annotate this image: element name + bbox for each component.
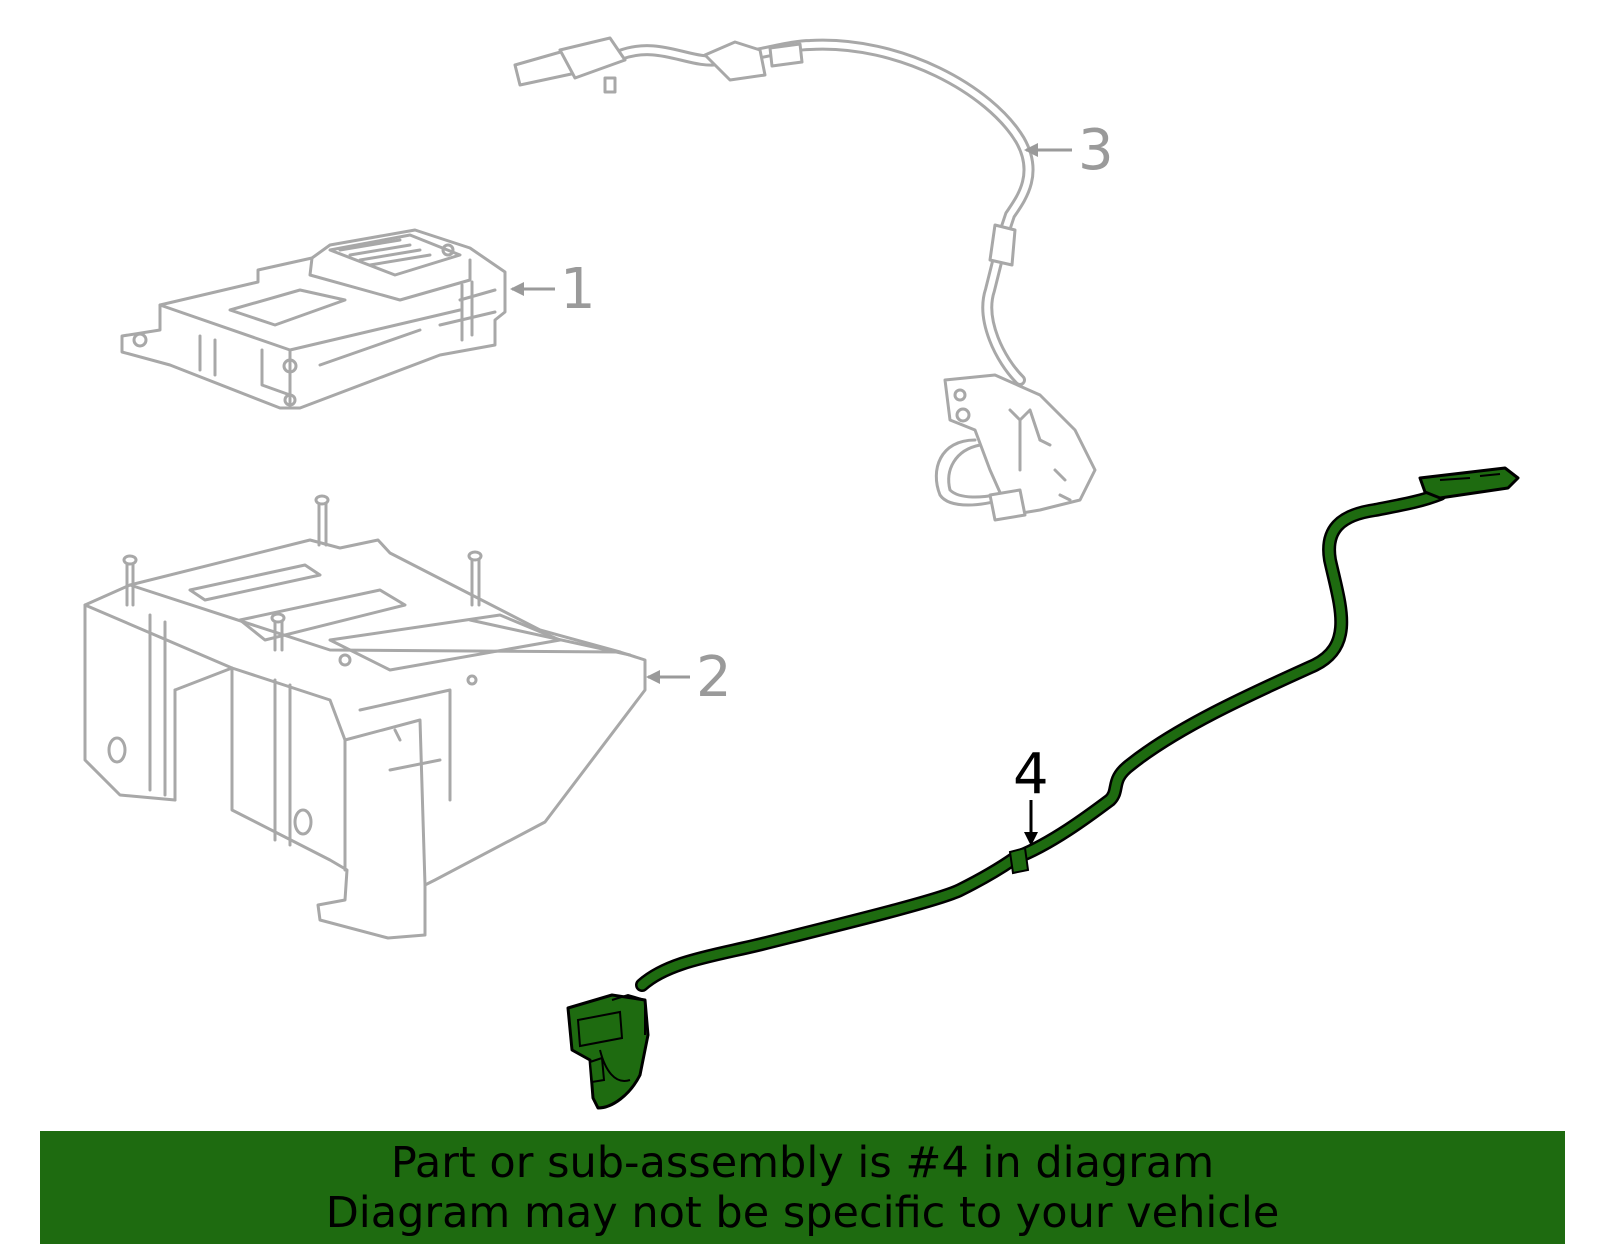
part-1-control-module [120, 228, 507, 410]
banner-line-1: Part or sub-assembly is #4 in diagram [390, 1137, 1215, 1188]
callout-4: 4 [1013, 742, 1049, 846]
banner-line-2: Diagram may not be specific to your vehi… [325, 1187, 1280, 1238]
callout-3-label: 3 [1078, 118, 1114, 183]
callout-3: 3 [1024, 118, 1114, 183]
callout-4-label: 4 [1013, 742, 1049, 807]
callout-1: 1 [510, 257, 596, 322]
callout-2: 2 [646, 645, 732, 710]
callout-2-label: 2 [696, 645, 732, 710]
part-3-cable-latch [513, 36, 1097, 522]
info-banner: Part or sub-assembly is #4 in diagram Di… [40, 1131, 1565, 1244]
part-4-harness [566, 466, 1520, 1110]
part-2-bracket [83, 494, 647, 940]
callout-1-label: 1 [560, 257, 596, 322]
